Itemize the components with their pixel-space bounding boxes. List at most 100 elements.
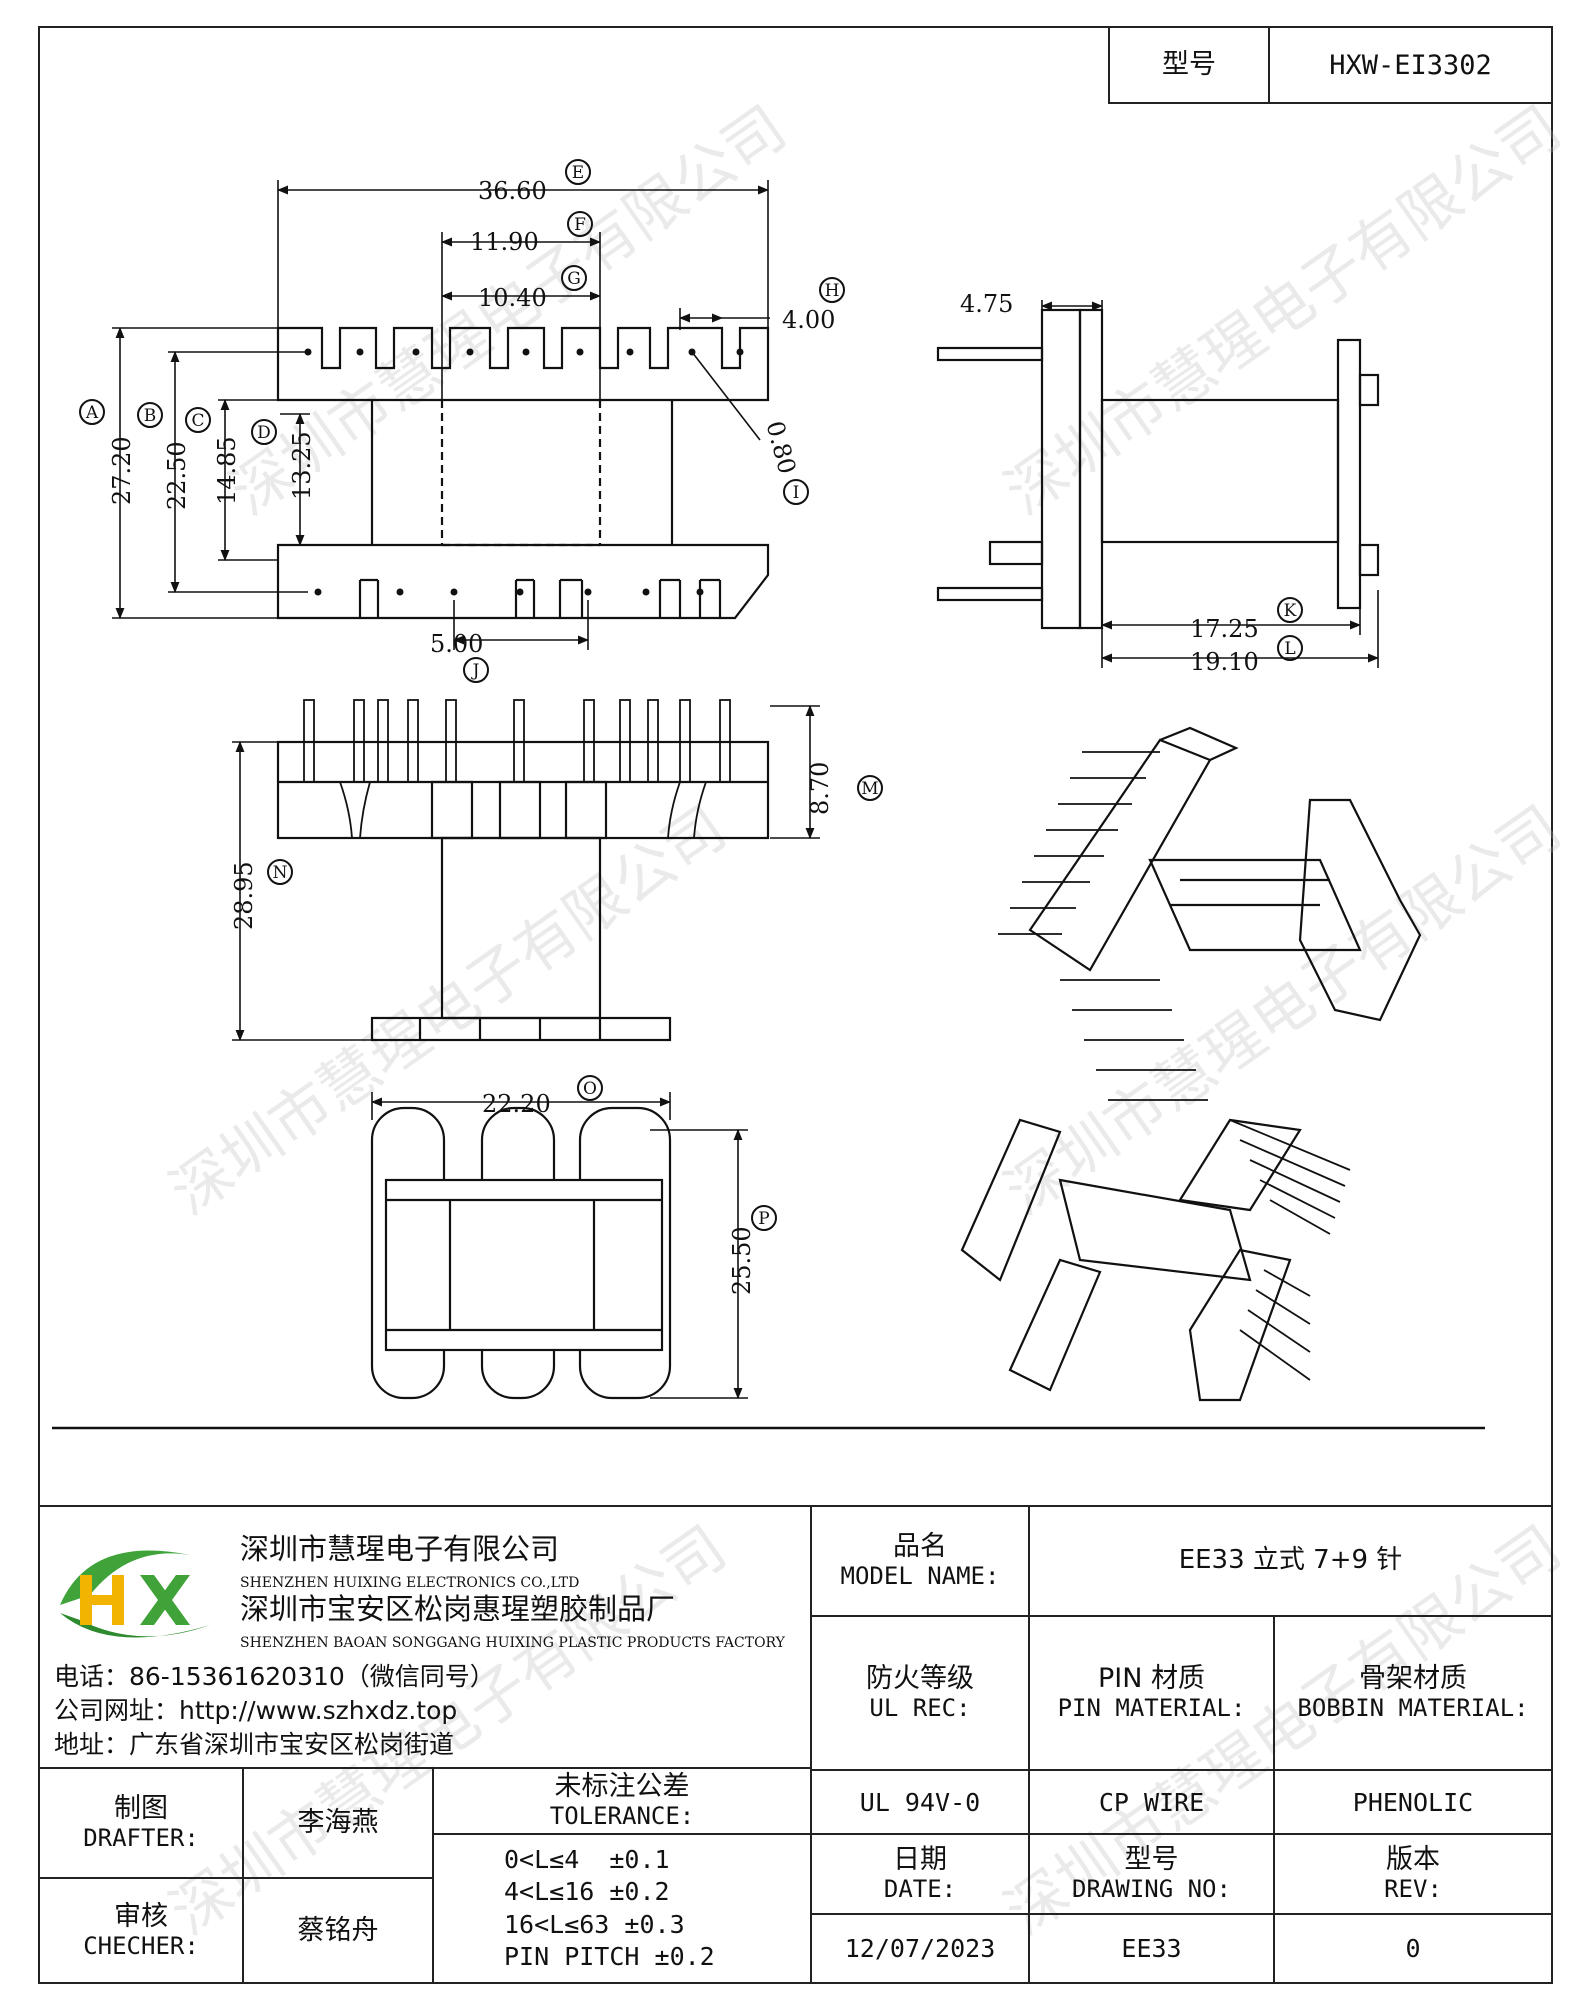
dim-o-value: 22.20 <box>482 1090 551 1118</box>
svg-text:H: H <box>825 281 840 301</box>
company-info: 深圳市慧瑆电子有限公司 SHENZHEN HUIXING ELECTRONICS… <box>38 1505 812 1769</box>
date-label-cell: 日期 DATE: <box>810 1833 1030 1915</box>
dim-letter-f: F <box>567 211 593 237</box>
ul-label-cn: 防火等级 <box>866 1663 974 1695</box>
dim-letter-o: O <box>577 1075 603 1101</box>
ul-value-cell: UL 94V-0 <box>810 1769 1030 1835</box>
ul-label-en: UL REC: <box>869 1694 971 1723</box>
dim-letter-b: B <box>137 402 163 428</box>
date-value: 12/07/2023 <box>844 1934 996 1963</box>
company-phone: 电话：86-15361620310（微信同号） <box>54 1662 495 1691</box>
model-value: EE33 立式 7+9 针 <box>1178 1545 1403 1576</box>
type-value: HXW-EI3302 <box>1329 49 1492 81</box>
factory-name-en: SHENZHEN BAOAN SONGGANG HUIXING PLASTIC … <box>240 1635 785 1651</box>
dim-m-value: 8.70 <box>806 762 834 815</box>
svg-text:C: C <box>191 411 204 431</box>
model-label-en: MODEL NAME: <box>840 1562 1000 1591</box>
dim-e-value: 36.60 <box>478 177 547 205</box>
rev-value: 0 <box>1405 1934 1421 1963</box>
dim-letter-h: H <box>819 277 845 303</box>
model-label-cn: 品名 <box>893 1531 947 1563</box>
dim-b-value: 22.50 <box>163 441 191 510</box>
dim-letter-a: A <box>79 399 105 425</box>
rev-value-cell: 0 <box>1273 1913 1553 1984</box>
svg-text:M: M <box>861 779 878 799</box>
date-value-cell: 12/07/2023 <box>810 1913 1030 1984</box>
dim-letter-e: E <box>565 159 591 185</box>
svg-text:P: P <box>758 1209 769 1229</box>
checker-label-en: CHECHER: <box>83 1931 199 1960</box>
dim-side-top-value: 4.75 <box>960 290 1013 318</box>
drawing-no-value-cell: EE33 <box>1028 1913 1275 1984</box>
svg-text:E: E <box>572 163 584 183</box>
drawing-no-label-en: DRAWING NO: <box>1072 1875 1231 1904</box>
svg-text:K: K <box>1284 601 1297 621</box>
tolerance-values-cell: 0<L≤4 ±0.1 4<L≤16 ±0.2 16<L≤63 ±0.3 PIN … <box>432 1833 812 1984</box>
dim-i-value: 0.80 <box>760 418 801 477</box>
company-name-cn: 深圳市慧瑆电子有限公司 <box>240 1532 560 1566</box>
model-value-cell: EE33 立式 7+9 针 <box>1028 1505 1553 1617</box>
dim-letter-d: D <box>251 419 277 445</box>
date-label-en: DATE: <box>883 1875 957 1904</box>
pin-label-en: PIN MATERIAL: <box>1057 1694 1246 1723</box>
dim-j-value: 5.00 <box>430 630 483 658</box>
svg-text:B: B <box>144 406 157 426</box>
tolerance-line: 16<L≤63 ±0.3 <box>504 1909 685 1939</box>
bobbin-label-en: BOBBIN MATERIAL: <box>1297 1694 1529 1723</box>
svg-text:I: I <box>793 483 800 503</box>
svg-text:D: D <box>257 423 271 443</box>
svg-text:A: A <box>85 403 99 423</box>
type-label: 型号 <box>1162 49 1216 81</box>
model-label-cell: 品名 MODEL NAME: <box>810 1505 1030 1617</box>
checker-value: 蔡铭舟 <box>297 1914 379 1946</box>
tolerance-line: 0<L≤4 ±0.1 <box>504 1844 670 1874</box>
dim-p-value: 25.50 <box>728 1226 756 1295</box>
ul-value: UL 94V-0 <box>859 1787 981 1817</box>
drafter-label-en: DRAFTER: <box>83 1824 199 1853</box>
dim-letter-p: P <box>751 1205 777 1231</box>
drafter-value-cell: 李海燕 <box>242 1767 434 1879</box>
dim-letter-m: M <box>857 775 883 801</box>
rev-label-en: REV: <box>1384 1875 1442 1904</box>
pin-value: CP WIRE <box>1098 1787 1205 1817</box>
drawing-no-value: EE33 <box>1121 1934 1182 1963</box>
isometric-view-bottom <box>960 1118 1351 1402</box>
bobbin-label-cell: 骨架材质 BOBBIN MATERIAL: <box>1273 1615 1553 1771</box>
dim-letter-n: N <box>267 859 293 885</box>
drafter-label-cell: 制图 DRAFTER: <box>38 1767 244 1879</box>
svg-text:G: G <box>567 269 581 289</box>
technical-drawing: 36.60 11.90 10.40 4.00 0.80 5.00 4.75 17… <box>52 159 1485 1430</box>
pin-value-cell: CP WIRE <box>1028 1769 1275 1835</box>
side-view <box>936 300 1380 668</box>
svg-text:L: L <box>1284 639 1295 659</box>
dim-letter-c: C <box>185 407 211 433</box>
dim-l-value: 19.10 <box>1190 648 1259 676</box>
dim-f-value: 11.90 <box>470 228 539 256</box>
drafter-value: 李海燕 <box>297 1807 379 1839</box>
svg-text:F: F <box>574 215 586 235</box>
dim-d-value: 13.25 <box>288 431 316 500</box>
bobbin-value-cell: PHENOLIC <box>1273 1769 1553 1835</box>
svg-text:O: O <box>583 1079 597 1099</box>
tolerance-line: 4<L≤16 ±0.2 <box>504 1877 670 1906</box>
dim-g-value: 10.40 <box>478 284 547 312</box>
dim-c-value: 14.85 <box>213 436 241 505</box>
tolerance-label-en: TOLERANCE: <box>549 1802 695 1831</box>
pin-label-cell: PIN 材质 PIN MATERIAL: <box>1028 1615 1275 1771</box>
tolerance-label-cell: 未标注公差 TOLERANCE: <box>432 1767 812 1835</box>
pin-label-cn: PIN 材质 <box>1097 1663 1206 1695</box>
svg-text:J: J <box>471 661 480 681</box>
svg-text:N: N <box>273 863 288 883</box>
tolerance-line: PIN PITCH ±0.2 <box>504 1942 715 1971</box>
dim-h-value: 4.00 <box>782 306 835 334</box>
dim-letter-i: I <box>783 479 809 505</box>
rev-label-cell: 版本 REV: <box>1273 1833 1553 1915</box>
company-website: 公司网址：http://www.szhxdz.top <box>54 1696 458 1725</box>
ul-label-cell: 防火等级 UL REC: <box>810 1615 1030 1771</box>
dim-a-value: 27.20 <box>108 436 136 505</box>
company-name-en: SHENZHEN HUIXING ELECTRONICS CO.,LTD <box>240 1575 580 1591</box>
drafter-label-cn: 制图 <box>114 1793 168 1825</box>
date-label-cn: 日期 <box>893 1844 947 1876</box>
isometric-view-top <box>998 726 1422 1101</box>
checker-value-cell: 蔡铭舟 <box>242 1877 434 1984</box>
